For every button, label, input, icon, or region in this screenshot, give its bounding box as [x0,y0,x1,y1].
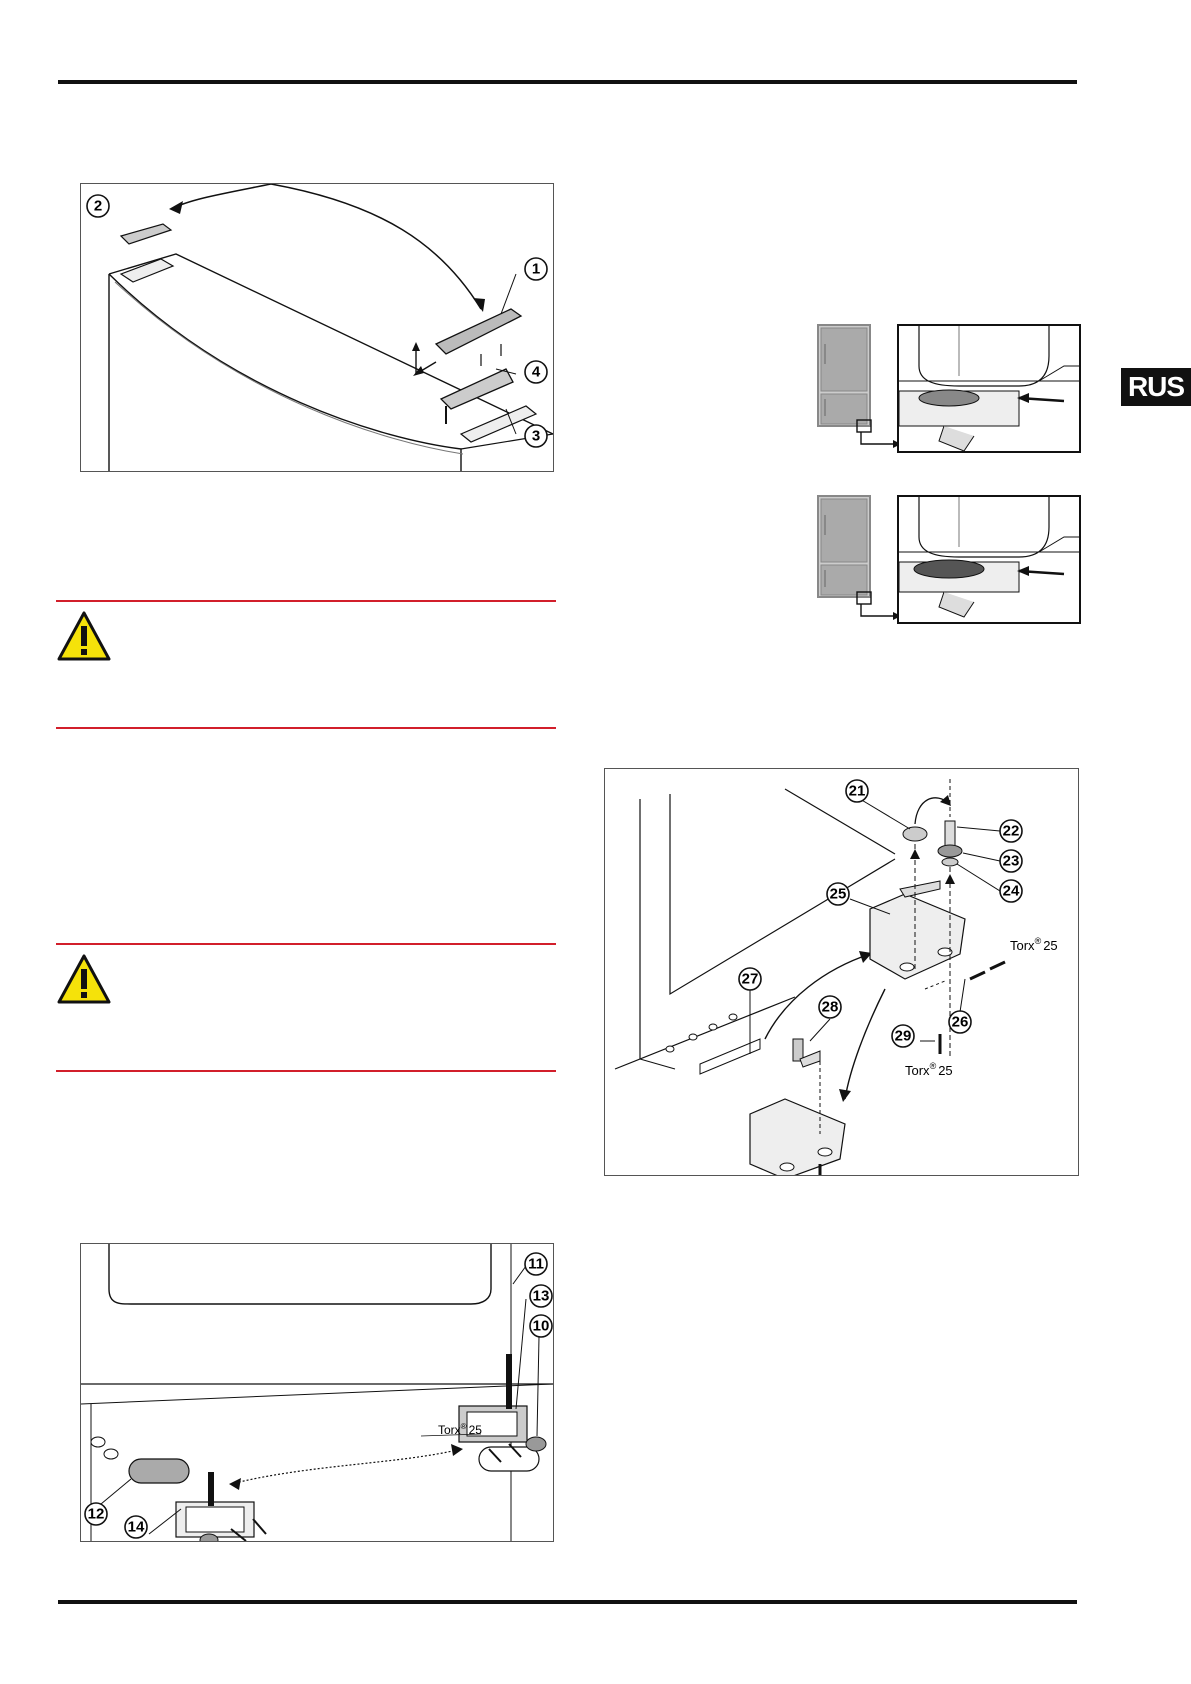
language-tab-label: RUS [1127,371,1185,402]
warning-block-1 [56,600,556,730]
svg-text:23: 23 [1003,853,1020,870]
zoom-connector-2 [856,591,901,620]
fridge-thumbnail-1 [817,324,871,427]
svg-text:2: 2 [94,198,102,215]
callout-10: 10 [529,1314,553,1338]
foot-detail-1 [897,324,1081,453]
torx-label-1: Torx®25 [438,1422,482,1437]
svg-text:1: 1 [532,261,540,278]
language-tab: RUS [1121,368,1191,406]
callout-4: 4 [524,360,548,384]
callout-22: 22 [999,819,1023,843]
callout-27: 27 [738,967,762,991]
fridge-thumbnail-2 [817,495,871,598]
warning-icon [57,611,111,661]
figure-lower-hinge: Torx®25 10 11 12 13 14 [80,1243,554,1542]
warning-icon [57,954,111,1004]
callout-14: 14 [124,1515,148,1539]
callout-28: 28 [818,995,842,1019]
svg-text:13: 13 [533,1288,550,1305]
callout-29: 29 [891,1024,915,1048]
torx-label-3: Torx®25 [905,1061,953,1078]
callout-13: 13 [529,1284,553,1308]
svg-text:28: 28 [822,999,839,1016]
svg-text:24: 24 [1003,883,1020,900]
callout-21: 21 [845,779,869,803]
figure-top-cover: 1 2 3 4 [80,183,554,472]
callout-23: 23 [999,849,1023,873]
footer-rule [58,1600,1077,1604]
callout-3: 3 [524,424,548,448]
callout-24: 24 [999,879,1023,903]
figure-lower-hinge-drawing: Torx®25 10 11 12 13 14 [81,1244,553,1541]
svg-text:22: 22 [1003,823,1020,840]
figure-top-cover-drawing: 1 2 3 4 [86,184,553,471]
callout-1: 1 [524,257,548,281]
callout-12: 12 [84,1502,108,1526]
svg-text:29: 29 [895,1028,912,1045]
callout-2: 2 [86,194,110,218]
svg-text:26: 26 [952,1014,969,1031]
svg-text:25: 25 [830,886,847,903]
header-rule [58,80,1077,84]
svg-text:11: 11 [528,1256,544,1273]
svg-text:27: 27 [742,971,759,988]
torx-label-2: Torx®25 [1010,936,1058,953]
svg-text:12: 12 [88,1506,105,1523]
svg-text:10: 10 [533,1318,550,1335]
svg-text:3: 3 [532,428,540,445]
svg-text:14: 14 [128,1519,145,1536]
warning-block-2 [56,943,556,1073]
figure-hinge-reversal-drawing: Torx®25 Torx®25 21 22 23 24 25 26 27 28 … [614,779,1058,1175]
callout-11: 11 [524,1252,548,1276]
svg-text:4: 4 [532,364,541,381]
foot-detail-2 [897,495,1081,624]
callout-26: 26 [948,1010,972,1034]
zoom-connector-1 [856,419,901,448]
figure-hinge-reversal: Torx®25 Torx®25 21 22 23 24 25 26 27 28 … [604,768,1079,1176]
svg-text:21: 21 [849,783,866,800]
callout-25: 25 [826,882,850,906]
